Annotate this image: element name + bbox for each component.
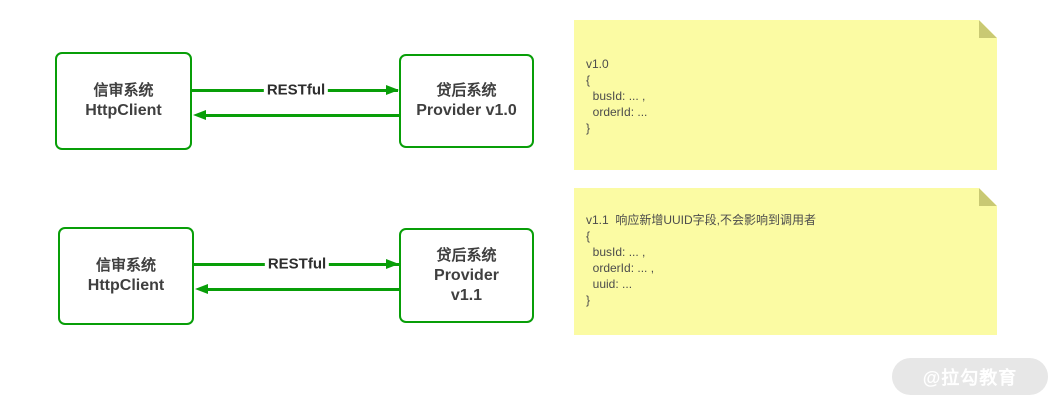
response-arrowhead-icon-v11 (195, 284, 208, 294)
client-box-v11: 信审系统 HttpClient (58, 227, 194, 325)
client-box-v11-title: 信审系统 (95, 257, 156, 274)
provider-box-v10-title: 贷后系统 (436, 82, 497, 99)
note-line: } (586, 293, 591, 307)
note-line: { (586, 73, 591, 87)
provider-box-v10-subtitle: Provider v1.0 (416, 102, 517, 119)
client-box-v10: 信审系统 HttpClient (55, 52, 192, 150)
folded-corner-icon (979, 188, 997, 206)
note-line: v1.0 (586, 57, 609, 71)
watermark-badge: @拉勾教育 (892, 358, 1048, 395)
provider-box-v11-subtitle: Provider (434, 266, 499, 284)
client-box-v10-subtitle: HttpClient (85, 102, 162, 119)
sticky-note-v10-text: v1.0 { busId: ... , orderId: ... } (586, 56, 647, 136)
restful-label-v10: RESTful (263, 81, 329, 99)
note-line: orderId: ... (586, 105, 648, 119)
response-arrow-line-v11 (207, 288, 399, 291)
provider-box-v10: 贷后系统 Provider v1.0 (399, 54, 534, 148)
note-line: v1.1 响应新增UUID字段,不会影响到调用者 (586, 213, 817, 227)
note-line: busId: ... , (586, 89, 646, 103)
provider-box-v11-title: 贷后系统 (436, 246, 497, 264)
note-line: } (586, 121, 591, 135)
sticky-note-v10: v1.0 { busId: ... , orderId: ... } (574, 20, 997, 170)
restful-label-v11: RESTful (264, 255, 330, 273)
sticky-note-v11: v1.1 响应新增UUID字段,不会影响到调用者 { busId: ... , … (574, 188, 997, 335)
note-line: busId: ... , (586, 245, 646, 259)
sticky-note-v11-text: v1.1 响应新增UUID字段,不会影响到调用者 { busId: ... , … (586, 212, 816, 308)
request-arrowhead-icon-v10 (386, 85, 399, 95)
response-arrow-line-v10 (205, 114, 399, 117)
client-box-v10-title: 信审系统 (93, 82, 154, 99)
folded-corner-icon (979, 20, 997, 38)
note-line: uuid: ... (586, 277, 633, 291)
client-box-v11-subtitle: HttpClient (87, 277, 165, 294)
request-arrowhead-icon-v11 (386, 259, 399, 269)
response-arrowhead-icon-v10 (193, 110, 206, 120)
provider-box-v11: 贷后系统 Provider v1.1 (399, 228, 534, 323)
provider-box-v11-version: v1.1 (450, 286, 483, 304)
note-line: orderId: ... , (586, 261, 655, 275)
note-line: { (586, 229, 591, 243)
